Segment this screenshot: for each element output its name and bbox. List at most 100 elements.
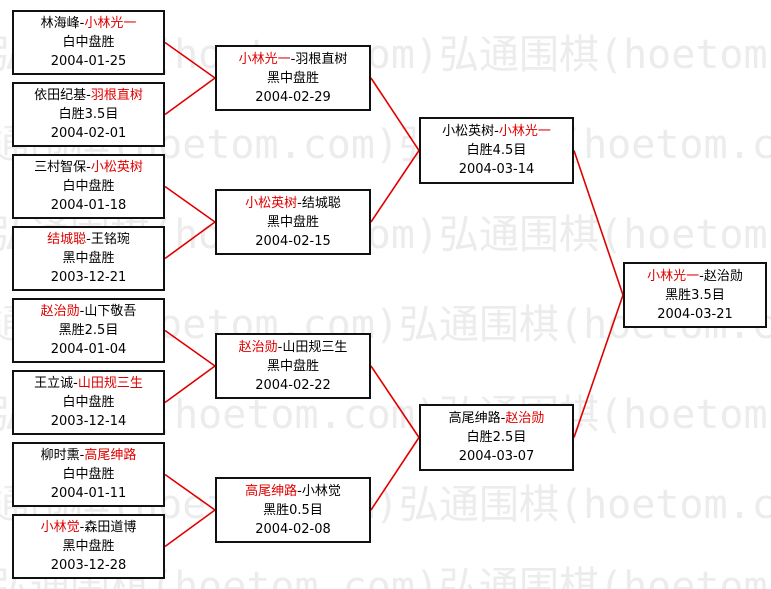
player-black: 三村智保 xyxy=(34,160,87,175)
match-result: 白中盘胜 xyxy=(62,179,115,194)
match-box-r1m8: 小林觉-森田道博黑中盘胜 2003-12-28 xyxy=(12,514,165,579)
match-players: 王立诚-山田规三生 xyxy=(34,374,143,393)
connector-line xyxy=(164,329,216,367)
match-date: 2003-12-28 xyxy=(50,558,127,573)
player-white: 赵治勋 xyxy=(505,411,545,426)
player-black: 依田纪基 xyxy=(34,88,87,103)
player-black: 结城聪 xyxy=(47,232,87,247)
player-white: 小林光一 xyxy=(84,16,137,31)
match-result: 黑中盘胜 xyxy=(62,539,115,554)
player-black: 高尾绅路 xyxy=(448,411,501,426)
player-black: 赵治勋 xyxy=(238,339,278,355)
player-white: 森田道博 xyxy=(84,520,137,535)
connector-line xyxy=(164,365,216,404)
match-players: 柳时熏-高尾绅路 xyxy=(41,446,137,465)
player-black: 小松英树 xyxy=(442,124,495,139)
match-result: 白中盘胜 xyxy=(62,467,115,482)
player-separator: - xyxy=(79,448,85,463)
match-date: 2004-02-22 xyxy=(255,377,331,393)
match-date: 2003-12-14 xyxy=(50,414,127,429)
player-white: 山田规三生 xyxy=(282,339,348,355)
match-result: 白中盘胜 xyxy=(62,395,115,410)
match-date: 2004-02-08 xyxy=(255,521,331,537)
match-date: 2004-02-15 xyxy=(255,233,331,249)
match-result: 黑胜3.5目 xyxy=(665,287,725,303)
player-separator: - xyxy=(290,51,296,67)
match-result: 白胜3.5目 xyxy=(58,107,119,122)
match-result: 黑胜0.5目 xyxy=(263,502,323,518)
player-white: 结城聪 xyxy=(301,195,341,211)
match-box-r2m4: 高尾绅路-小林觉黑胜0.5目 2004-02-08 xyxy=(215,477,371,543)
connector-line xyxy=(164,473,216,511)
player-white: 羽根直树 xyxy=(295,51,348,67)
match-players: 三村智保-小松英树 xyxy=(34,158,143,177)
match-players: 依田纪基-羽根直树 xyxy=(34,86,143,105)
match-result: 白胜4.5目 xyxy=(466,143,527,158)
player-black: 小林光一 xyxy=(238,51,291,67)
connector-line xyxy=(164,185,216,223)
player-separator: - xyxy=(86,160,91,175)
player-separator: - xyxy=(297,483,302,499)
player-separator: - xyxy=(79,304,85,319)
match-result: 黑中盘胜 xyxy=(266,358,319,374)
player-black: 小林光一 xyxy=(647,268,700,284)
player-white: 赵治勋 xyxy=(703,268,743,284)
player-white: 山田规三生 xyxy=(77,376,143,391)
match-players: 小林觉-森田道博 xyxy=(41,518,137,537)
player-black: 赵治勋 xyxy=(40,304,80,319)
connector-line xyxy=(164,41,216,79)
connector-line xyxy=(573,294,624,438)
connector-line xyxy=(164,77,216,116)
match-date: 2004-03-07 xyxy=(458,449,535,464)
player-white: 王铭琬 xyxy=(90,232,130,247)
match-players: 小林光一-羽根直树 xyxy=(239,50,348,69)
match-players: 赵治勋-山下敬吾 xyxy=(41,302,137,321)
player-white: 小林觉 xyxy=(301,483,341,499)
match-box-r1m6: 王立诚-山田规三生白中盘胜 2003-12-14 xyxy=(12,370,165,435)
player-black: 小林觉 xyxy=(40,520,80,535)
player-black: 柳时熏 xyxy=(40,448,80,463)
match-players: 高尾绅路-赵治勋 xyxy=(449,409,545,428)
player-white: 羽根直树 xyxy=(90,88,143,103)
player-separator: - xyxy=(73,376,78,391)
connector-line xyxy=(370,365,420,438)
match-box-r1m4: 结城聪-王铭琬黑中盘胜 2003-12-21 xyxy=(12,226,165,291)
match-players: 结城聪-王铭琬 xyxy=(47,230,130,249)
player-white: 小松英树 xyxy=(90,160,143,175)
match-result: 黑中盘胜 xyxy=(266,70,319,86)
connector-line xyxy=(370,150,420,223)
connector-line xyxy=(164,221,216,260)
match-players: 高尾绅路-小林觉 xyxy=(245,482,341,501)
player-separator: - xyxy=(494,124,499,139)
match-players: 小林光一-赵治勋 xyxy=(647,267,743,286)
match-box-r3m2: 高尾绅路-赵治勋白胜2.5目 2004-03-07 xyxy=(419,404,574,471)
player-separator: - xyxy=(277,339,283,355)
match-box-r1m3: 三村智保-小松英树白中盘胜 2004-01-18 xyxy=(12,154,165,219)
player-separator: - xyxy=(86,88,91,103)
match-players: 赵治勋-山田规三生 xyxy=(239,338,348,357)
match-date: 2003-12-21 xyxy=(50,270,127,285)
match-date: 2004-01-04 xyxy=(50,342,127,357)
player-separator: - xyxy=(297,195,302,211)
match-result: 白胜2.5目 xyxy=(466,430,527,445)
match-box-r1m5: 赵治勋-山下敬吾黑胜2.5目 2004-01-04 xyxy=(12,298,165,363)
player-white: 小林光一 xyxy=(498,124,551,139)
match-result: 黑胜2.5目 xyxy=(58,323,119,338)
match-result: 白中盘胜 xyxy=(62,35,115,50)
match-result: 黑中盘胜 xyxy=(62,251,115,266)
player-black: 王立诚 xyxy=(34,376,74,391)
match-players: 林海峰-小林光一 xyxy=(41,14,137,33)
player-separator: - xyxy=(86,232,91,247)
match-date: 2004-01-18 xyxy=(50,198,127,213)
match-players: 小松英树-结城聪 xyxy=(245,194,341,213)
player-black: 林海峰 xyxy=(40,16,80,31)
player-white: 山下敬吾 xyxy=(84,304,137,319)
